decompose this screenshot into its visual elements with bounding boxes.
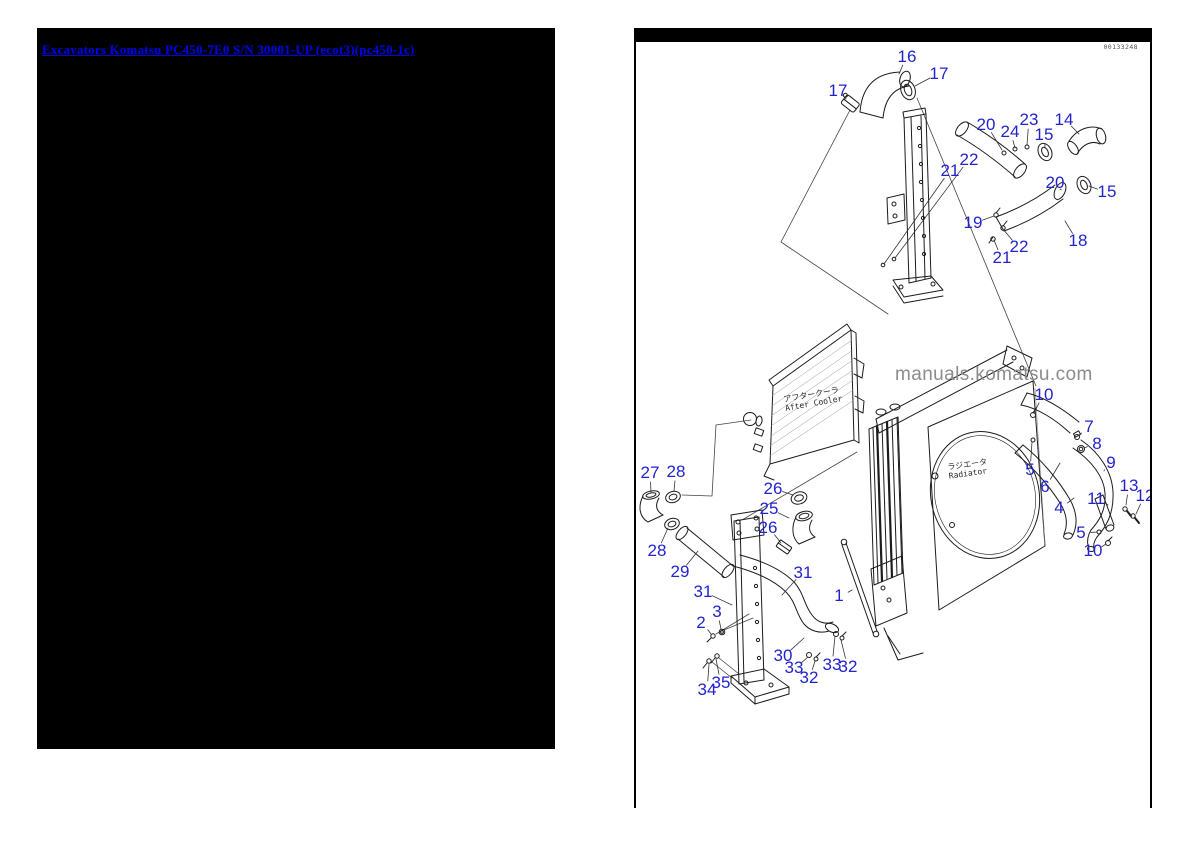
- callout-26[interactable]: 26: [763, 479, 783, 498]
- callout-10[interactable]: 10: [1083, 541, 1103, 560]
- callout-3[interactable]: 3: [712, 602, 722, 621]
- callout-5[interactable]: 5: [1025, 460, 1035, 479]
- callout-32[interactable]: 32: [838, 657, 858, 676]
- after-cooler-port: [744, 413, 757, 426]
- callout-8[interactable]: 8: [1092, 434, 1102, 453]
- callout-1[interactable]: 1: [834, 586, 844, 605]
- after-cooler-drawing: [744, 324, 865, 480]
- callout-32[interactable]: 32: [799, 668, 819, 687]
- leader-lines: [682, 98, 1036, 678]
- callout-26[interactable]: 26: [758, 518, 778, 537]
- callout-21[interactable]: 21: [940, 161, 960, 180]
- callout-29[interactable]: 29: [670, 562, 690, 581]
- callout-30[interactable]: 30: [773, 646, 793, 665]
- callout-18[interactable]: 18: [1068, 231, 1088, 250]
- callout-9[interactable]: 9: [1106, 453, 1116, 472]
- callout-31[interactable]: 31: [693, 582, 713, 601]
- bottom-left-drawing: [640, 489, 879, 704]
- clamp-17-left: [838, 92, 860, 112]
- callout-21[interactable]: 21: [992, 248, 1012, 267]
- callout-22[interactable]: 22: [959, 150, 979, 169]
- callout-20[interactable]: 20: [1045, 173, 1065, 192]
- hose-16-drawing: [838, 70, 918, 118]
- clamp-26-upper: [790, 490, 809, 506]
- clamp-15-top: [1035, 141, 1054, 163]
- callout-16[interactable]: 16: [897, 47, 917, 66]
- callout-6[interactable]: 6: [1040, 477, 1050, 496]
- diagram-panel: 00133248: [634, 28, 1152, 808]
- callout-24[interactable]: 24: [1000, 122, 1020, 141]
- callout-28[interactable]: 28: [647, 541, 667, 560]
- callout-12[interactable]: 12: [1135, 486, 1150, 505]
- callout-33[interactable]: 33: [822, 655, 842, 674]
- right-hoses-drawing: [1015, 393, 1139, 552]
- callout-5[interactable]: 5: [1076, 523, 1086, 542]
- diagram-top-bar: [636, 28, 1150, 42]
- mount-frame-drawing: [881, 108, 943, 303]
- watermark: manuals.komatsu.com: [895, 364, 1093, 385]
- callout-19[interactable]: 19: [963, 213, 983, 232]
- callout-13[interactable]: 13: [1119, 476, 1139, 495]
- callout-4[interactable]: 4: [1054, 498, 1064, 517]
- callout-15[interactable]: 15: [1097, 182, 1117, 201]
- callout-31[interactable]: 31: [793, 563, 813, 582]
- callout-20[interactable]: 20: [976, 115, 996, 134]
- clamp-26-lower: [776, 540, 792, 555]
- callout-10[interactable]: 10: [1034, 385, 1054, 404]
- callout-34[interactable]: 34: [697, 680, 717, 699]
- doc-number: 00133248: [1103, 43, 1138, 51]
- clamp-17-right: [898, 78, 918, 102]
- callout-leader-lines: [651, 65, 1141, 681]
- callout-17[interactable]: 17: [828, 81, 848, 100]
- clamp-15-right: [1074, 174, 1093, 196]
- callout-17[interactable]: 17: [929, 64, 949, 83]
- callout-7[interactable]: 7: [1084, 417, 1094, 436]
- parts-diagram: [636, 28, 1150, 808]
- callout-28[interactable]: 28: [666, 462, 686, 481]
- callout-2[interactable]: 2: [696, 613, 706, 632]
- clamp-28-upper: [664, 489, 682, 504]
- breadcrumb-link[interactable]: Excavators Komatsu PC450-7E0 S/N 30001-U…: [42, 42, 415, 57]
- callout-15[interactable]: 15: [1034, 125, 1054, 144]
- callout-22[interactable]: 22: [1009, 237, 1029, 256]
- clamp-28-lower: [663, 516, 681, 531]
- callout-14[interactable]: 14: [1054, 110, 1074, 129]
- rod-1-drawing: [842, 545, 873, 633]
- callout-27[interactable]: 27: [640, 463, 660, 482]
- callout-25[interactable]: 25: [759, 499, 779, 518]
- upper-pipes-drawing: [953, 120, 1107, 243]
- callout-35[interactable]: 35: [711, 673, 731, 692]
- radiator-drawing: [869, 346, 1053, 660]
- callout-11[interactable]: 11: [1087, 489, 1105, 508]
- callout-33[interactable]: 33: [784, 658, 804, 677]
- left-black-panel: Excavators Komatsu PC450-7E0 S/N 30001-U…: [37, 28, 555, 749]
- callout-23[interactable]: 23: [1019, 110, 1039, 129]
